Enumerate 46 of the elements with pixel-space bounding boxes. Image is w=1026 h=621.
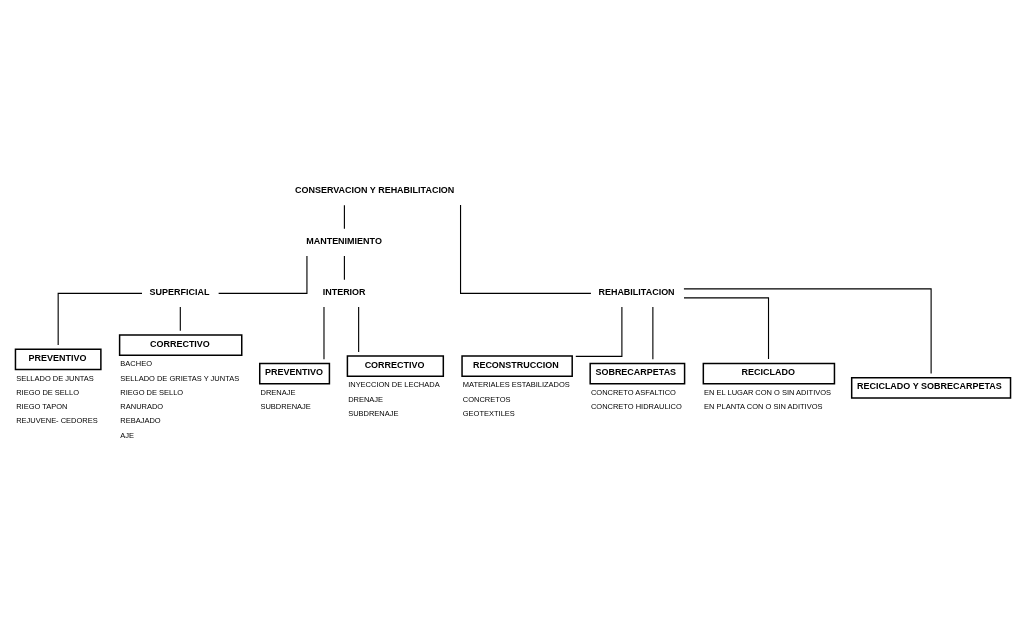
- node-box: CORRECTIVO: [346, 354, 445, 377]
- node-text: SUPERFICIAL: [149, 286, 210, 297]
- node-box: RECICLADO: [702, 362, 836, 384]
- connector: [683, 287, 932, 374]
- node-text: MANTENIMIENTO: [306, 235, 382, 246]
- connector: [343, 255, 345, 280]
- node-box: RECONSTRUCCION: [461, 354, 573, 377]
- connector: [57, 292, 143, 346]
- connector: [460, 203, 592, 294]
- node-label: SELLADO DE GRIETAS Y JUNTAS: [120, 373, 240, 383]
- node-box: RECICLADO Y SOBRECARPETAS: [850, 376, 1012, 399]
- node-box: CORRECTIVO: [118, 333, 243, 356]
- node-box: PREVENTIVO: [259, 362, 331, 384]
- node-label: SELLADO DE JUNTAS: [16, 373, 94, 383]
- node-text: REHABILITACION: [598, 286, 675, 297]
- connector: [652, 306, 654, 360]
- connector: [683, 296, 770, 360]
- node-text: INTERIOR: [322, 286, 366, 297]
- connector: [343, 204, 345, 229]
- node-label: RIEGO DE SELLO: [120, 387, 184, 397]
- connector: [218, 255, 308, 294]
- connector: [575, 306, 623, 357]
- node-box: PREVENTIVO: [14, 347, 102, 370]
- node-text: CONSERVACION Y REHABILITACION: [294, 184, 455, 195]
- node-label: CONCRETOS: [462, 394, 511, 404]
- node-label: RIEGO DE SELLO: [16, 387, 80, 397]
- node-label: DRENAJE: [348, 394, 384, 404]
- node-label: EN PLANTA CON O SIN ADITIVOS: [704, 401, 823, 411]
- node-label: REBAJADO: [120, 415, 161, 425]
- node-label: BACHEO: [120, 358, 152, 368]
- node-label: SUBDRENAJE: [348, 408, 399, 418]
- node-label: CONCRETO ASFALTICO: [590, 387, 676, 397]
- node-label: EN EL LUGAR CON O SIN ADITIVOS: [704, 387, 832, 397]
- node-label: MATERIALES ESTABILIZADOS: [462, 379, 570, 389]
- node-label: DRENAJE: [260, 387, 296, 397]
- node-label: SUBDRENAJE: [260, 401, 311, 411]
- node-label: RANURADO: [120, 401, 164, 411]
- node-label: GEOTEXTILES: [462, 408, 515, 418]
- node-label: INYECCION DE LECHADA: [348, 379, 440, 389]
- node-label: REJUVENE- CEDORES: [16, 415, 98, 425]
- connector: [179, 306, 181, 331]
- node-label: RIEGO TAPON: [16, 401, 68, 411]
- node-label: AJE: [120, 430, 135, 440]
- node-label: CONCRETO HIDRAULICO: [590, 401, 682, 411]
- node-box: SOBRECARPETAS: [589, 362, 686, 384]
- connector: [358, 306, 360, 353]
